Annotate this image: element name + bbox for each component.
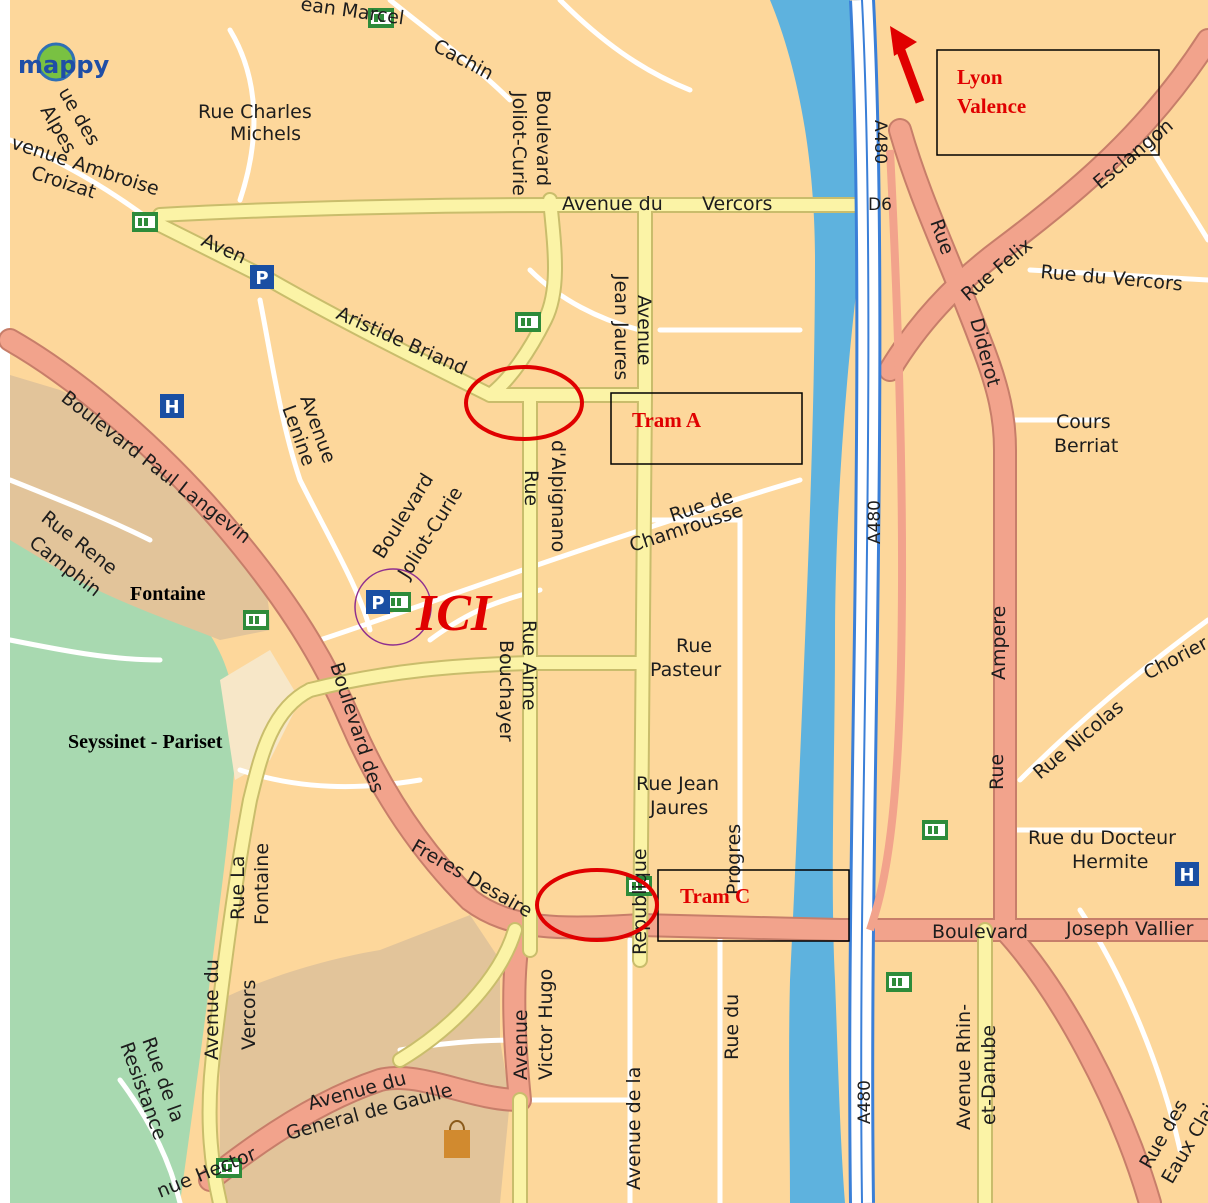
river bbox=[770, 0, 864, 1203]
direction-box: Lyon Valence bbox=[936, 49, 1160, 156]
tram-stop-icon bbox=[886, 972, 912, 992]
tram-stop-icon bbox=[626, 876, 652, 896]
tram-a-label: Tram A bbox=[632, 408, 702, 432]
street-label: d'Alpignano bbox=[547, 440, 569, 552]
yellow-roads bbox=[142, 192, 993, 1203]
street-label: A480 bbox=[870, 120, 890, 164]
street-label: Avenue bbox=[633, 295, 655, 366]
zone-fontaine bbox=[10, 375, 270, 640]
svg-text:H: H bbox=[164, 397, 179, 418]
street-label: Victor Hugo bbox=[535, 969, 557, 1080]
tram-c-marker bbox=[535, 868, 659, 942]
ici-location-circle[interactable] bbox=[354, 568, 432, 646]
tram-stop-icon bbox=[243, 610, 269, 630]
street-label: et-Danube bbox=[978, 1025, 1000, 1125]
north-arrow-icon bbox=[890, 26, 925, 104]
tram-stop-icon bbox=[922, 820, 948, 840]
mappy-logo: mappy bbox=[18, 42, 110, 82]
svg-text:H: H bbox=[1179, 865, 1194, 886]
ici-label: ICI bbox=[415, 585, 493, 642]
tram-a-box[interactable]: Tram A bbox=[610, 392, 803, 465]
street-label: Hermite bbox=[1072, 851, 1148, 873]
hospital-icon[interactable]: H bbox=[160, 394, 184, 418]
street-label: Cours bbox=[1056, 411, 1111, 433]
tram-stop-icon bbox=[368, 8, 394, 28]
a480-motorway bbox=[848, 0, 906, 1203]
street-label: Rue du bbox=[721, 994, 743, 1060]
zone-light bbox=[220, 650, 300, 780]
street-label: Joseph Vallier bbox=[1065, 918, 1194, 940]
street-label: Fontaine bbox=[251, 843, 273, 925]
street-label: Avenue bbox=[510, 1009, 532, 1080]
street-label: Rue Charles bbox=[198, 101, 312, 123]
street-label: Rue bbox=[520, 470, 542, 506]
minor-roads bbox=[7, 0, 1208, 1203]
street-label: Pasteur bbox=[650, 659, 721, 681]
city-label-fontaine: Fontaine bbox=[130, 583, 206, 605]
street-label: Avenue du bbox=[562, 193, 663, 215]
major-roads bbox=[0, 28, 1208, 1203]
direction-line1: Lyon bbox=[957, 65, 1003, 89]
street-label: Bouchayer bbox=[495, 640, 517, 742]
street-label: Rue bbox=[986, 754, 1008, 790]
street-label: Rue du Docteur bbox=[1028, 827, 1176, 849]
direction-line2: Valence bbox=[957, 94, 1026, 118]
hospital-icon[interactable]: H bbox=[1175, 862, 1199, 886]
street-label: Michels bbox=[230, 123, 301, 145]
street-label: Joliot-Curie bbox=[508, 91, 530, 196]
street-label: Republique bbox=[629, 848, 651, 955]
shopping-bag-icon bbox=[444, 1120, 470, 1158]
street-label: Berriat bbox=[1054, 435, 1118, 457]
street-label: D6 bbox=[868, 195, 892, 215]
street-label: Ampere bbox=[988, 606, 1010, 680]
street-label: Jaures bbox=[649, 797, 708, 819]
tram-stop-icon bbox=[216, 1158, 242, 1178]
tram-stop-icon bbox=[132, 212, 158, 232]
street-label: Boulevard bbox=[932, 921, 1028, 943]
street-label: Avenue Rhin- bbox=[953, 1004, 975, 1130]
street-label: Avenue du bbox=[201, 959, 223, 1060]
tram-c-box[interactable]: Tram C bbox=[657, 869, 850, 942]
street-label: Rue bbox=[676, 635, 712, 657]
parking-icon[interactable]: P bbox=[250, 265, 274, 289]
tram-a-marker bbox=[464, 365, 584, 441]
street-label: Rue La bbox=[227, 856, 249, 920]
svg-text:mappy: mappy bbox=[18, 51, 110, 79]
street-label: Vercors bbox=[702, 193, 772, 215]
street-label: A480 bbox=[865, 500, 885, 544]
street-label: A480 bbox=[855, 1080, 875, 1124]
city-label-seyssinet: Seyssinet - Pariset bbox=[68, 731, 223, 753]
street-label: Jean Jaures bbox=[610, 274, 632, 380]
tram-stop-icon bbox=[385, 592, 411, 612]
svg-text:P: P bbox=[255, 268, 268, 289]
park-area bbox=[10, 500, 237, 1203]
street-label: Rue Jean bbox=[636, 773, 719, 795]
parking-icon[interactable]: P bbox=[366, 590, 390, 614]
street-label: Avenue de la bbox=[623, 1067, 645, 1190]
tram-stop-icon bbox=[515, 312, 541, 332]
street-label: Progres bbox=[723, 824, 745, 895]
street-label: Vercors bbox=[238, 980, 260, 1050]
street-label: Boulevard bbox=[532, 90, 554, 186]
street-label: Rue Aime bbox=[518, 620, 540, 711]
tram-stops bbox=[132, 8, 948, 1178]
tram-c-label: Tram C bbox=[680, 884, 750, 908]
frame-top bbox=[0, 0, 10, 1203]
svg-text:P: P bbox=[371, 593, 384, 614]
